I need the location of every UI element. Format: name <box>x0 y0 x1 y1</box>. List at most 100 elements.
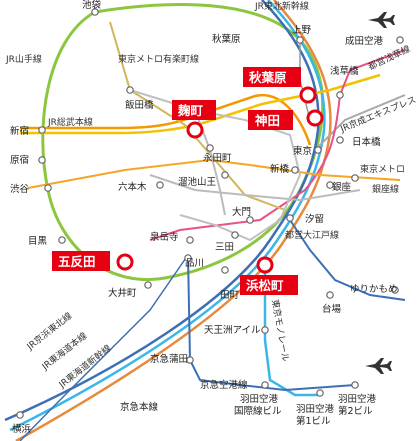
highlight-ring-hamamatsucho[interactable] <box>256 256 274 274</box>
station-dot-mita[interactable] <box>231 231 239 239</box>
yurikamome-line <box>289 219 406 301</box>
label-mita: 三田 <box>215 242 234 253</box>
label-shinbashi: 新橋 <box>270 163 290 175</box>
station-dot-metro-ginza[interactable] <box>351 174 359 182</box>
station-dot-sengakuji[interactable] <box>186 236 194 244</box>
label-jr-sobu: JR総武本線 <box>47 116 93 128</box>
station-dot-tameike[interactable] <box>221 171 229 179</box>
highlight-text-kojimachi: 麹町 <box>177 103 204 118</box>
asakusa-line <box>339 49 406 96</box>
label-toei-asakusa-line: 都営浅草線 <box>366 43 412 73</box>
label-keikyu-kamata: 京急蒲田 <box>150 353 188 365</box>
label-sengakuji: 泉岳寺 <box>150 231 179 243</box>
label-jr-yamanote: JR山手線 <box>5 53 42 65</box>
highlight-box-gotanda[interactable] <box>52 251 110 271</box>
station-dot-tamachi[interactable] <box>221 266 229 274</box>
station-dot-shiodome[interactable] <box>286 214 294 222</box>
highlight-ring-kanda[interactable] <box>306 109 324 127</box>
label-daimon: 大門 <box>232 206 251 218</box>
station-dot-asakusabashi[interactable] <box>336 91 344 99</box>
station-dot-haneda-intl[interactable] <box>261 381 269 389</box>
highlight-box-hamamatsucho[interactable] <box>240 275 298 295</box>
station-dot-roppongi[interactable] <box>156 181 164 189</box>
station-dot-oimachi[interactable] <box>144 281 152 289</box>
label-ikebukuro: 池袋 <box>82 0 102 11</box>
label-shinjuku: 新宿 <box>10 125 29 137</box>
label-iidabashi: 飯田橋 <box>125 99 154 111</box>
keikyu-main-line <box>19 254 189 441</box>
highlight-box-akihabara[interactable] <box>243 67 301 87</box>
station-dot-ikebukuro[interactable] <box>91 8 99 16</box>
label-metro-ginza-a: 東京メトロ <box>360 163 405 175</box>
station-dot-ginza[interactable] <box>326 181 334 189</box>
sobu-line <box>20 73 381 135</box>
label-oimachi: 大井町 <box>108 287 137 299</box>
station-dot-yurikamome[interactable] <box>391 286 399 294</box>
station-dot-shinagawa[interactable] <box>184 254 192 262</box>
highlight-box-kanda[interactable] <box>248 110 293 130</box>
label-akihabara-top: 秋葉原 <box>212 33 241 45</box>
station-dot-ueno[interactable] <box>296 36 304 44</box>
highlight-text-kanda: 神田 <box>255 113 280 128</box>
keisei-express-line <box>314 94 406 151</box>
label-yurikamome: ゆりかもめ <box>350 284 398 295</box>
label-ginza: 銀座 <box>332 181 352 193</box>
station-dot-shibuya[interactable] <box>44 184 52 192</box>
label-harajuku: 原宿 <box>10 154 29 166</box>
highlight-text-gotanda: 五反田 <box>58 254 96 269</box>
station-dot-harajuku[interactable] <box>38 156 46 164</box>
label-tamachi: 田町 <box>220 290 240 301</box>
station-dot-keikyu-kamata[interactable] <box>186 356 194 364</box>
station-dot-shinbashi[interactable] <box>291 166 299 174</box>
label-narita: 成田空港 <box>345 35 384 47</box>
label-shibuya: 渋谷 <box>10 183 30 195</box>
ginza-line <box>27 158 401 189</box>
station-dot-shinjuku[interactable] <box>38 126 46 134</box>
label-nagatacho: 永田町 <box>203 152 232 164</box>
yurakucho-line <box>109 21 286 211</box>
station-dots <box>16 8 404 419</box>
station-dot-tennozu[interactable] <box>261 326 269 334</box>
station-dot-nihonbashi[interactable] <box>336 136 344 144</box>
station-labels: 池袋 JR東北新幹線 秋葉原 上野 成田空港 JR山手線 東京メトロ有楽町線 浅… <box>5 0 418 435</box>
station-dot-yokohama[interactable] <box>16 411 24 419</box>
label-haneda-intl-b: 国際線ビル <box>234 405 282 417</box>
airplane-icon-haneda <box>365 358 392 374</box>
highlight-rings <box>116 86 324 274</box>
station-dot-daiba[interactable] <box>326 291 334 299</box>
label-tennozu: 天王洲アイル <box>204 325 261 336</box>
station-dot-haneda-t1[interactable] <box>316 389 324 397</box>
label-shiodome: 汐留 <box>305 213 324 225</box>
station-dot-meguro[interactable] <box>58 236 66 244</box>
highlight-box-kojimachi[interactable] <box>172 100 216 120</box>
label-shinagawa: 品川 <box>185 258 204 269</box>
station-dot-daimon[interactable] <box>246 216 254 224</box>
label-yokohama: 横浜 <box>12 423 32 435</box>
label-meguro: 目黒 <box>28 236 48 247</box>
label-asakusabashi: 浅草橋 <box>330 65 359 77</box>
station-dot-nagatacho[interactable] <box>206 144 214 152</box>
highlight-ring-gotanda[interactable] <box>116 253 134 271</box>
monorail-line <box>263 268 320 397</box>
label-daiba: 台場 <box>322 303 342 315</box>
label-tohoku-shinkansen: JR東北新幹線 <box>254 0 309 12</box>
station-dot-tokyo[interactable] <box>314 146 322 154</box>
label-haneda-t2-b: 第2ビル <box>338 405 373 417</box>
label-haneda-t1-a: 羽田空港 <box>296 403 335 415</box>
label-haneda-t1-b: 第1ビル <box>296 415 331 427</box>
hibiya-line <box>149 174 361 202</box>
tokaido-line <box>15 0 332 441</box>
station-dot-narita[interactable] <box>396 36 404 44</box>
label-nihonbashi: 日本橋 <box>352 136 381 148</box>
label-roppongi: 六本木 <box>118 181 147 193</box>
highlight-ring-kojimachi[interactable] <box>186 121 204 139</box>
highlight-ring-akihabara[interactable] <box>299 86 317 104</box>
highlight-text-akihabara: 秋葉原 <box>249 70 287 85</box>
label-keikyu-line: 京急本線 <box>120 401 159 413</box>
label-yurakucho-line: 東京メトロ有楽町線 <box>118 53 199 65</box>
keikyu-airport-line <box>187 254 356 392</box>
station-dot-haneda-t2[interactable] <box>351 381 359 389</box>
label-jr-express: JR京成エキスプレス <box>338 93 418 135</box>
station-dot-iidabashi[interactable] <box>126 86 134 94</box>
